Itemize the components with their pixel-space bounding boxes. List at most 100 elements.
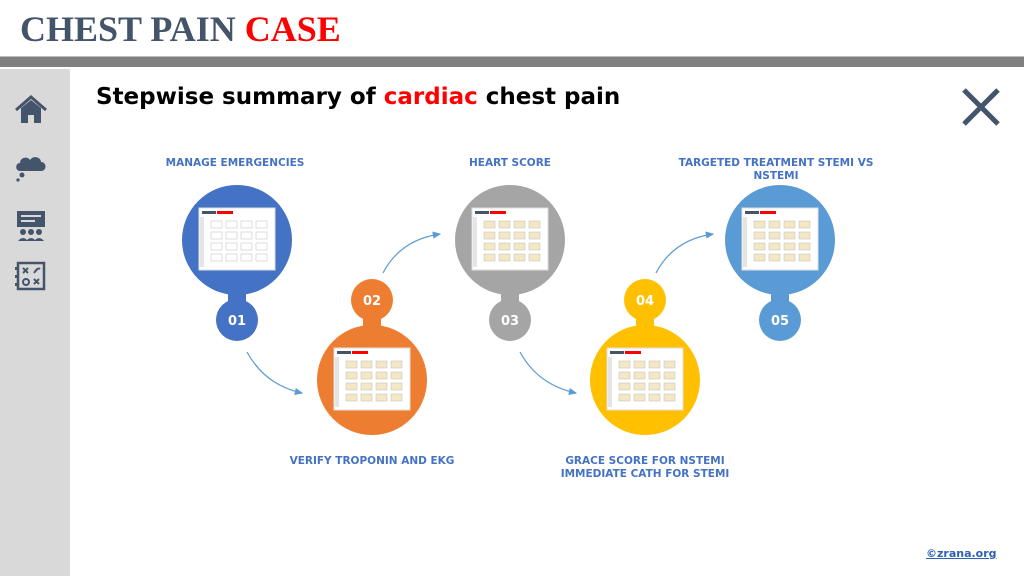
thumbnail-box <box>633 393 646 402</box>
thumbnail-box <box>618 393 631 402</box>
thumbnail-box <box>753 242 766 251</box>
thumbnail-box <box>483 220 496 229</box>
thumbnail-box <box>498 253 511 262</box>
thumbnail-box <box>783 231 796 240</box>
thumbnail-title-accent <box>490 211 506 214</box>
thumbnail-box <box>225 220 238 229</box>
thought-cloud-icon[interactable] <box>14 151 48 185</box>
thumbnail-title <box>610 351 624 354</box>
thumbnail-title-accent <box>760 211 776 214</box>
title-post: chest pain <box>477 84 621 110</box>
step-number: 05 <box>771 314 789 329</box>
thumbnail-box <box>240 253 253 262</box>
thumbnail-title <box>745 211 759 214</box>
title-main: CHEST PAIN <box>20 9 236 49</box>
thumbnail-box <box>513 220 526 229</box>
thumbnail-box <box>360 382 373 391</box>
arrow-1-2 <box>246 351 304 395</box>
footer-link[interactable]: ©zrana.org <box>926 547 997 560</box>
step-5-label-line2: NSTEMI <box>753 170 799 182</box>
thumbnail-box <box>768 242 781 251</box>
step-4-label-line2: IMMEDIATE CATH FOR STEMI <box>560 468 730 480</box>
thumbnail-box <box>390 371 403 380</box>
thumbnail-box <box>225 253 238 262</box>
thumbnail-box <box>798 253 811 262</box>
header-divider <box>0 56 1024 67</box>
thumbnail-title-accent <box>352 351 368 354</box>
thumbnail-box <box>798 242 811 251</box>
thumbnail-box <box>783 220 796 229</box>
thumbnail-box <box>210 253 223 262</box>
thumbnail-box <box>240 231 253 240</box>
thumbnail-box <box>483 231 496 240</box>
thumbnail-box <box>783 253 796 262</box>
thumbnail-box <box>210 242 223 251</box>
thumbnail-box <box>225 231 238 240</box>
slide-title: Stepwise summary of cardiac chest pain <box>96 84 620 110</box>
home-icon[interactable] <box>14 93 48 127</box>
close-icon[interactable] <box>960 86 1002 128</box>
step-5-label-line1: TARGETED TREATMENT STEMI VS <box>678 157 874 169</box>
thumbnail-box <box>483 253 496 262</box>
thumbnail-box <box>798 220 811 229</box>
thumbnail-box <box>240 220 253 229</box>
thumbnail-sidebar <box>608 357 612 407</box>
thumbnail-title <box>337 351 351 354</box>
thumbnail-box <box>345 382 358 391</box>
thumbnail-box <box>255 231 268 240</box>
thumbnail-box <box>753 220 766 229</box>
step-number: 01 <box>228 314 246 329</box>
step-1-label: MANAGE EMERGENCIES <box>165 157 305 169</box>
presentation-icon[interactable] <box>14 209 48 243</box>
thumbnail-box <box>528 231 541 240</box>
thumbnail-box <box>390 393 403 402</box>
thumbnail-box <box>753 253 766 262</box>
thumbnail-box <box>375 382 388 391</box>
thumbnail-box <box>360 360 373 369</box>
step-5[interactable]: 05 <box>725 185 835 341</box>
sidebar <box>0 69 70 576</box>
arrow-4-5 <box>655 231 715 274</box>
thumbnail-box <box>648 393 661 402</box>
thumbnail-box <box>528 253 541 262</box>
thumbnail-box <box>618 371 631 380</box>
thumbnail-box <box>210 220 223 229</box>
thumbnail-box <box>498 242 511 251</box>
thumbnail-box <box>345 393 358 402</box>
thumbnail-box <box>360 393 373 402</box>
thumbnail-box <box>360 371 373 380</box>
thumbnail-box <box>483 242 496 251</box>
thumbnail-box <box>618 360 631 369</box>
thumbnail-sidebar <box>743 217 747 267</box>
title-accent-word: cardiac <box>383 84 478 110</box>
thumbnail-box <box>648 360 661 369</box>
step-4[interactable]: 04 <box>590 279 700 435</box>
thumbnail-box <box>633 371 646 380</box>
thumbnail-box <box>618 382 631 391</box>
title-accent: CASE <box>244 9 341 49</box>
step-2[interactable]: 02 <box>317 279 427 435</box>
strategy-board-icon[interactable] <box>14 259 48 293</box>
step-3-label: HEART SCORE <box>469 157 551 169</box>
thumbnail-box <box>753 231 766 240</box>
arrow-3-4 <box>519 351 578 396</box>
step-1[interactable]: 01 <box>182 185 292 341</box>
thumbnail-box <box>255 220 268 229</box>
thumbnail-box <box>498 220 511 229</box>
thumbnail-box <box>768 253 781 262</box>
thumbnail-box <box>633 382 646 391</box>
thumbnail-box <box>633 360 646 369</box>
thumbnail-box <box>798 231 811 240</box>
step-number: 03 <box>501 314 519 329</box>
thumbnail-box <box>663 393 676 402</box>
step-3[interactable]: 03 <box>455 185 565 341</box>
thumbnail-box <box>663 360 676 369</box>
thumbnail-sidebar <box>335 357 339 407</box>
step-number-circle <box>759 299 801 341</box>
step-number: 02 <box>363 294 381 309</box>
title-pre: Stepwise summary of <box>96 84 384 110</box>
step-4-label-line1: GRACE SCORE FOR NSTEMI <box>565 455 725 467</box>
thumbnail-box <box>513 242 526 251</box>
